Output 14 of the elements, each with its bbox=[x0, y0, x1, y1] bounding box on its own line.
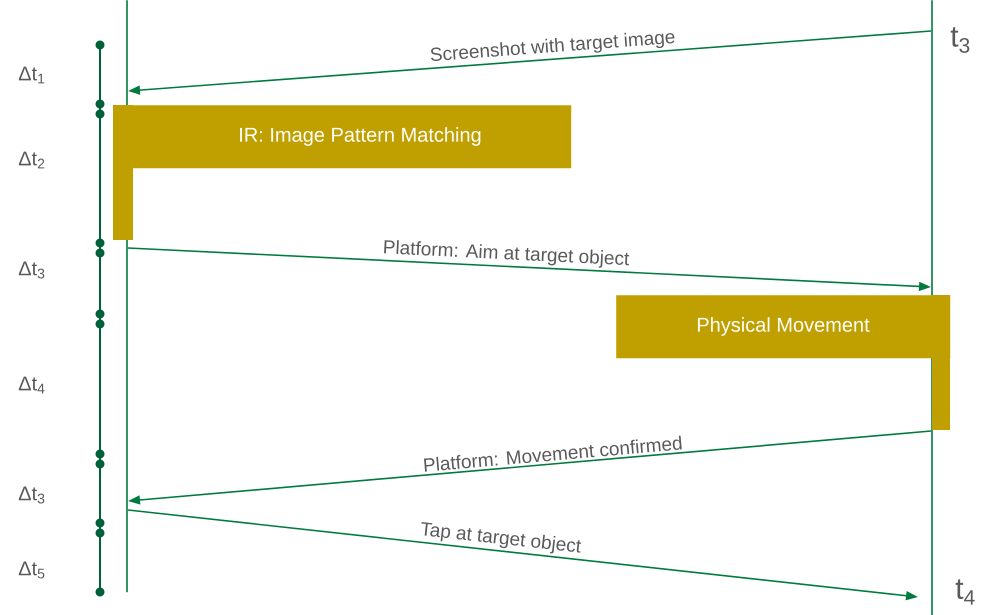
interval-label: Δt$_{2}$ bbox=[18, 152, 44, 168]
interval-label: Δt$_{4}$ bbox=[18, 376, 44, 394]
edge-label: Platform: Aim at target object bbox=[381, 238, 631, 270]
process-box: Physical Movement bbox=[616, 295, 950, 430]
interval-label: Δt$_{5}$ bbox=[18, 562, 44, 579]
edge-label: Tap at target object bbox=[418, 520, 583, 558]
interval-label: Δt$_{3}$ bbox=[18, 262, 44, 278]
interval-label: Δt$_{1}$ bbox=[18, 66, 44, 84]
edge-label: Platform: Movement confirmed bbox=[421, 434, 684, 474]
time-label: t$_{4}$ bbox=[956, 579, 975, 605]
process-box: IR: Image Pattern Matching bbox=[113, 105, 572, 240]
edge-label: Screenshot with target image bbox=[428, 28, 678, 66]
time-label: t$_{3}$ bbox=[950, 27, 970, 53]
interval-label: Δt$_{3}$ bbox=[18, 486, 44, 504]
